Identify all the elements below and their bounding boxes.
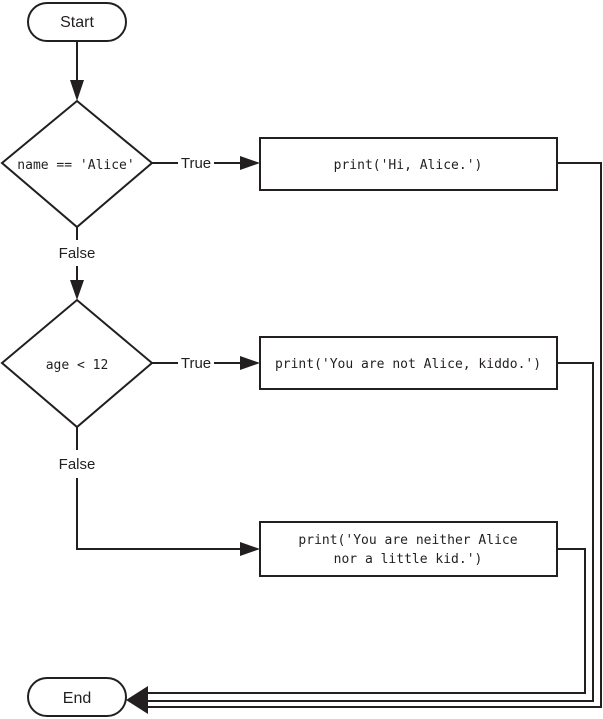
action-1-text: print('Hi, Alice.') xyxy=(334,158,483,173)
decision-1-condition: name == 'Alice' xyxy=(17,158,134,173)
decision-2-true-label: True xyxy=(181,355,211,372)
connector-start-to-decision-1 xyxy=(70,41,84,101)
action-not-alice-kiddo: print('You are not Alice, kiddo.') xyxy=(259,336,558,390)
connector-decision-2-true: True xyxy=(152,355,260,372)
action-hi-alice: print('Hi, Alice.') xyxy=(259,137,558,191)
connector-decision-2-false: False xyxy=(59,427,260,556)
action-3-line-1: print('You are neither Alice xyxy=(298,533,517,548)
connector-decision-1-false: False xyxy=(59,227,96,300)
decision-2-condition: age < 12 xyxy=(46,358,109,373)
start-node: Start xyxy=(27,2,127,42)
decision-1-true-label: True xyxy=(181,155,211,172)
connector-actions-to-end xyxy=(126,162,602,714)
decision-1-false-label: False xyxy=(59,245,96,262)
action-neither-alice-nor-kid: print('You are neither Alice nor a littl… xyxy=(259,521,558,577)
end-node: End xyxy=(27,677,127,717)
action-3-line-2: nor a little kid.') xyxy=(334,552,483,567)
decision-age-check: age < 12 xyxy=(0,298,154,429)
end-label: End xyxy=(63,690,91,707)
action-2-text: print('You are not Alice, kiddo.') xyxy=(275,357,541,372)
connector-decision-1-true: True xyxy=(152,155,260,172)
decision-2-false-label: False xyxy=(59,456,96,473)
start-label: Start xyxy=(60,14,94,31)
decision-name-check: name == 'Alice' xyxy=(0,99,154,229)
